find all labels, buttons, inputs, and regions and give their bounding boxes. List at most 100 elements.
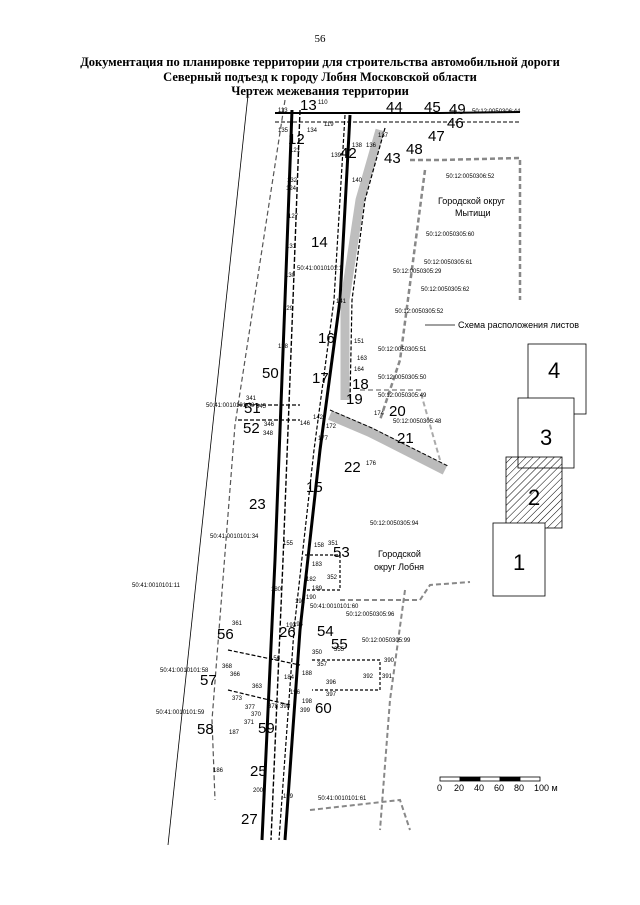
cadastral-number: 50:12:0050305:60 [426, 232, 475, 238]
point-number: 184 [284, 675, 295, 681]
parcel-number: 22 [344, 459, 361, 476]
parcel-number: 45 [424, 99, 441, 116]
parcel-number: 49 [449, 101, 466, 118]
scale-tick-label: 0 [437, 783, 442, 793]
point-number: 146 [300, 421, 311, 427]
parcel-number: 47 [428, 128, 445, 145]
point-number: 124 [286, 186, 297, 192]
point-number: 377 [245, 705, 256, 711]
parcel-boundary-lower [360, 389, 441, 461]
parcel-number: 15 [306, 479, 323, 496]
parcel-number: 17 [312, 370, 329, 387]
point-number: 137 [378, 133, 389, 139]
outer-boundary-left [211, 99, 286, 801]
point-number: 177 [318, 436, 329, 442]
point-number: 131 [286, 244, 297, 250]
point-number: 183 [312, 562, 323, 568]
point-number: 140 [352, 178, 363, 184]
point-number: 361 [232, 621, 243, 627]
document-heading: Документация по планировке территории дл… [40, 55, 600, 99]
point-number: 174 [374, 411, 385, 417]
parcel-number: 42 [340, 145, 357, 162]
point-number: 121 [290, 148, 301, 154]
scale-segment [479, 776, 501, 782]
point-number: 398 [280, 704, 291, 710]
point-number: 138 [352, 143, 363, 149]
parcel-number: 19 [346, 391, 363, 408]
cadastral-number: 50:12:0050305:29 [393, 269, 442, 275]
parcel-boundary-mytishchi-left [378, 169, 427, 421]
sheet-1-frame [492, 522, 546, 597]
point-number: 172 [326, 424, 337, 430]
point-number: 155 [283, 541, 294, 547]
parcel-number: 51 [244, 400, 261, 417]
scale-segment [499, 776, 521, 782]
cadastral-number: 50:12:0050305:94 [370, 521, 419, 527]
parcel-number: 27 [241, 811, 258, 828]
cadastral-number: 50:12:0050305:49 [378, 393, 427, 399]
parcel-number: 52 [243, 420, 260, 437]
parcel-number: 46 [447, 115, 464, 132]
point-number: 188 [302, 671, 313, 677]
scale-tick-label: 20 [454, 783, 464, 793]
parcel-number: 13 [300, 97, 317, 114]
parcel-boundary-lobnya [340, 581, 471, 601]
point-number: 163 [357, 356, 368, 362]
cadastral-number: 50:12:0050306:52 [446, 174, 495, 180]
point-number: 110 [318, 100, 328, 106]
point-number: 139 [331, 153, 342, 159]
parcel-number: 50 [262, 365, 279, 382]
cadastral-number: 50:41:0010101:11 [132, 583, 181, 589]
point-number: 192 [295, 599, 306, 605]
point-number: 186 [213, 768, 224, 774]
parcel-number: 54 [317, 623, 334, 640]
cadastral-number: 50:41:0010101:34 [210, 534, 259, 540]
title-line-3: Чертеж межевания территории [231, 84, 409, 98]
point-numbers: 110 113 119 121 124 127 128 129 130 131 … [213, 100, 395, 800]
left-boundary-line [167, 94, 249, 846]
zone-label-mytishchi-1: Городской округ [438, 196, 506, 206]
cadastral-number: 50:12:0050305:51 [378, 347, 427, 353]
zone-labels: Городской округ Мытищи Городской округ Л… [374, 196, 506, 572]
point-number: 193 [286, 623, 297, 629]
cadastral-number: 50:12:0050305:99 [362, 638, 411, 644]
cadastral-number: 50:41:0010101:61 [318, 796, 367, 802]
parcel-number: 25 [250, 763, 267, 780]
point-number: 182 [306, 577, 317, 583]
point-number: 373 [232, 696, 243, 702]
point-number: 368 [222, 664, 233, 670]
sheet-number: 3 [540, 425, 552, 450]
point-number: 366 [230, 672, 241, 678]
scale-tick-label: 80 [514, 783, 524, 793]
point-number: 390 [384, 658, 395, 664]
cadastral-number: 50:12:0050306:44 [472, 109, 521, 115]
scale-bar: 0 20 40 60 80 100 м [437, 776, 558, 793]
parcel-number: 59 [258, 720, 275, 737]
point-number: 399 [300, 708, 311, 714]
point-number: 164 [354, 367, 365, 373]
road-corridor-left-edge [260, 109, 294, 841]
point-number: 151 [354, 339, 365, 345]
parcel-number: 56 [217, 626, 234, 643]
parcel-number: 57 [200, 672, 217, 689]
cadastral-number: 50:12:0050305:52 [395, 309, 444, 315]
sheet-layout-scheme: 4 3 2 1 [492, 343, 587, 597]
point-number: 396 [326, 680, 337, 686]
point-number: 200 [253, 788, 264, 794]
point-number: 391 [382, 674, 393, 680]
diagonal-road-edge [349, 127, 386, 401]
point-number: 129 [283, 306, 294, 312]
cadastral-number: 50:12:0050305:61 [424, 260, 473, 266]
zone-label-lobnya-1: Городской [378, 549, 421, 559]
parcel-number: 60 [315, 700, 332, 717]
title-line-1: Документация по планировке территории дл… [80, 55, 560, 69]
point-number: 136 [366, 143, 377, 149]
point-number: 141 [336, 299, 347, 305]
sheet-number: 4 [548, 358, 560, 383]
sheet-number: 1 [513, 550, 525, 575]
parcel-number: 48 [406, 141, 423, 158]
point-number: 158 [314, 543, 325, 549]
parcel-number: 26 [279, 624, 296, 641]
cadastral-number: 50:12:0050305:50 [378, 375, 427, 381]
